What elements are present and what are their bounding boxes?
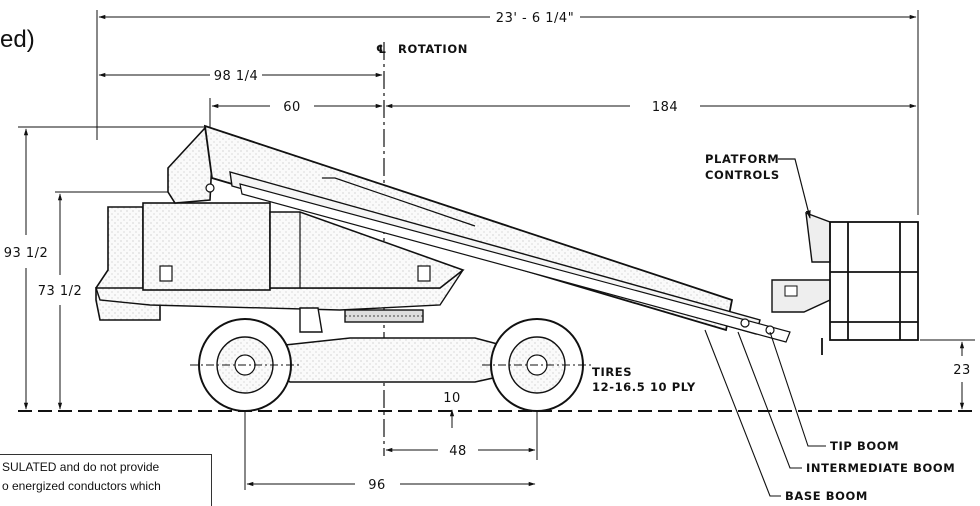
label-tires-1: TIRES bbox=[592, 365, 632, 379]
dim-rotation-to-tip: 184 bbox=[652, 100, 678, 115]
label-tip-boom: TIP BOOM bbox=[830, 439, 899, 453]
dim-rotation-to-axle: 48 bbox=[449, 444, 467, 459]
cover-latch-left bbox=[159, 265, 173, 282]
label-base-boom: BASE BOOM bbox=[785, 489, 868, 503]
label-tires-2: 12-16.5 10 PLY bbox=[592, 380, 696, 394]
label-platform-controls-1: PLATFORM bbox=[705, 152, 779, 166]
cover-latch-right bbox=[417, 265, 431, 282]
label-platform-controls-2: CONTROLS bbox=[705, 168, 780, 182]
dim-stowed-height: 73 1/2 bbox=[38, 284, 83, 299]
note-line-1: SULATED and do not provide bbox=[2, 460, 160, 474]
platform-bracket bbox=[771, 279, 831, 313]
label-rotation-symbol: ℄ bbox=[376, 42, 387, 56]
dim-ground-clearance: 10 bbox=[443, 391, 461, 406]
label-rotation: ROTATION bbox=[398, 42, 468, 56]
platform-basket bbox=[821, 221, 919, 355]
dim-front-to-rotation: 60 bbox=[283, 100, 301, 115]
platform-controls-box bbox=[805, 211, 831, 263]
chassis bbox=[268, 337, 521, 383]
dim-overall-height: 93 1/2 bbox=[4, 246, 49, 261]
header-fragment: ed) bbox=[0, 26, 35, 53]
insulation-warning-note: SULATED and do not provide o energized c… bbox=[0, 454, 212, 506]
front-wheel bbox=[482, 318, 592, 412]
dim-platform-height: 23 bbox=[953, 363, 971, 378]
dim-wheelbase: 96 bbox=[368, 478, 386, 493]
turntable-bearing bbox=[344, 309, 424, 323]
dim-overall-length: 23' - 6 1/4" bbox=[496, 11, 574, 26]
dim-rotation-to-rear: 98 1/4 bbox=[214, 69, 259, 84]
tip-boom bbox=[239, 183, 791, 343]
boom-pivot-tower bbox=[167, 126, 213, 204]
label-intermediate-boom: INTERMEDIATE BOOM bbox=[806, 461, 955, 475]
note-line-2: o energized conductors which bbox=[2, 479, 161, 493]
rear-wheel bbox=[190, 318, 300, 412]
side-cover bbox=[269, 211, 465, 289]
